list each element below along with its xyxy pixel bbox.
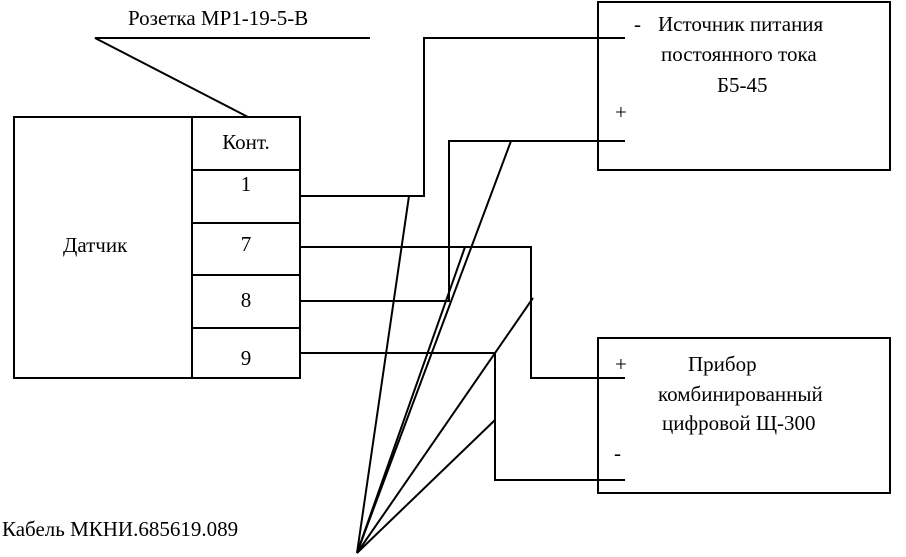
meter-box — [597, 337, 891, 494]
cable-leader-line — [356, 297, 534, 554]
power-supply-box — [597, 1, 891, 171]
connector-leader-line — [94, 37, 370, 118]
cable-leader-line — [356, 419, 496, 554]
meter-title-line3: цифровой Щ-300 — [662, 411, 816, 435]
connector-label: Розетка МР1-19-5-В — [128, 6, 309, 30]
sensor-label: Датчик — [63, 233, 128, 257]
contact-number: 9 — [240, 346, 252, 370]
contacts-header: Конт. — [222, 130, 270, 154]
cable-leader-line — [356, 195, 410, 554]
power-supply-title-line1: Источник питания — [658, 12, 824, 36]
meter-minus: - — [614, 441, 621, 465]
wire-contact-8 — [300, 140, 625, 302]
meter-title-line2: комбинированный — [658, 382, 823, 406]
wire-contact-9 — [300, 352, 625, 481]
wire-contact-7 — [300, 246, 625, 379]
contact-number: 7 — [240, 232, 252, 256]
meter-title-line1: Прибор — [688, 352, 757, 376]
power-supply-title-line2: постоянного тока — [661, 42, 817, 66]
wire-contact-1 — [300, 37, 625, 197]
power-supply-minus: - — [634, 12, 641, 36]
power-supply-plus: + — [615, 100, 627, 124]
cable-label: Кабель МКНИ.685619.089 — [2, 517, 239, 541]
meter-plus: + — [615, 352, 627, 376]
cable-leader-line — [356, 140, 512, 554]
contact-number: 1 — [240, 172, 252, 196]
contact-number: 8 — [240, 288, 252, 312]
power-supply-model: Б5-45 — [717, 73, 768, 97]
